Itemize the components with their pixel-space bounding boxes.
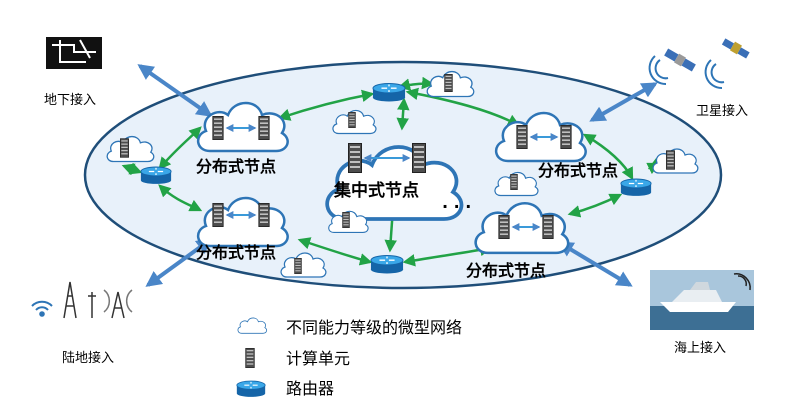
legend: 不同能力等级的微型网络 计算单元 路由器 [236, 317, 462, 398]
land-tower-icon [63, 281, 133, 319]
legend-cloud-label: 不同能力等级的微型网络 [286, 318, 462, 337]
legend-router-label: 路由器 [286, 379, 334, 398]
internal-links [225, 124, 559, 231]
sea-access-label: 海上接入 [674, 340, 726, 356]
land-access-label: 陆地接入 [62, 350, 114, 366]
underground-icon [46, 37, 102, 69]
legend-compute-label: 计算单元 [286, 349, 350, 368]
node-label-centralized: 集中式节点 [333, 180, 419, 201]
node-label-bottom-right: 分布式节点 [466, 261, 546, 280]
legend-cloud-icon [237, 317, 268, 334]
underground-access-label: 地下接入 [44, 92, 96, 108]
satellite-access-label: 卫星接入 [696, 103, 748, 119]
ellipsis-text: · · · [442, 197, 471, 216]
node-label-bottom-left: 分布式节点 [196, 243, 276, 262]
legend-router-icon [236, 380, 266, 397]
ship-image [650, 270, 754, 330]
access-arrows [137, 64, 658, 287]
satellite-icon [648, 38, 750, 90]
legend-server-icon [245, 348, 255, 368]
node-label-top-left: 分布式节点 [196, 157, 276, 176]
node-label-top-right: 分布式节点 [538, 161, 618, 180]
wifi-icon [31, 300, 53, 317]
